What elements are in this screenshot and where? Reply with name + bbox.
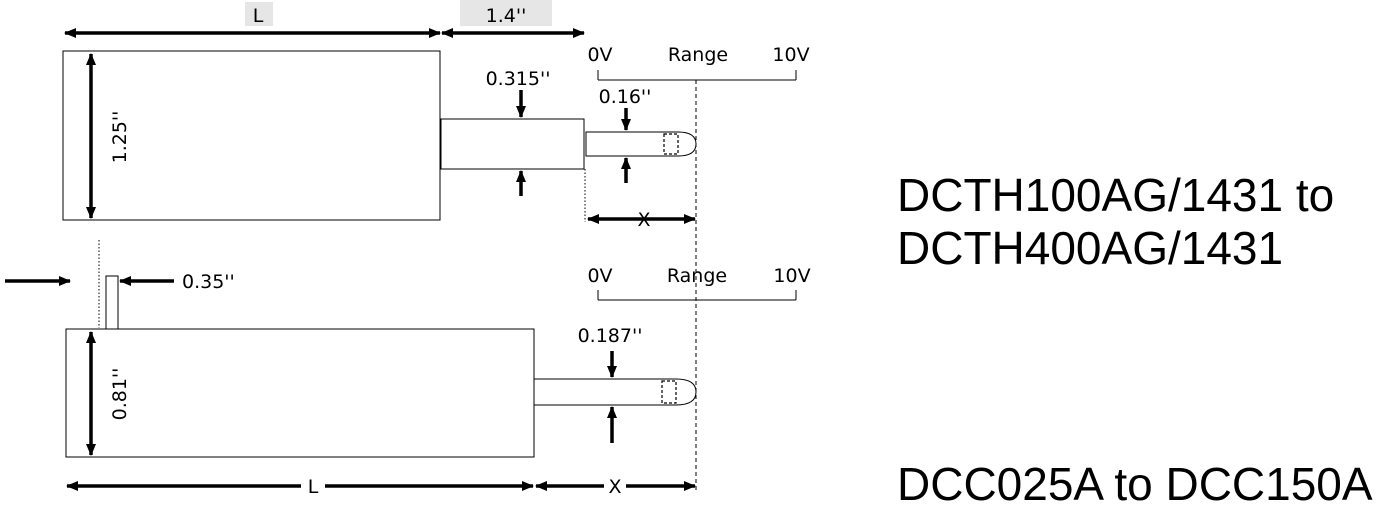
top-probe-diameter-label: 0.16''	[599, 86, 652, 108]
top-model-line-2: DCTH400AG/1431	[897, 222, 1284, 274]
bottom-travel-label: X	[608, 476, 621, 498]
bottom-sensor-body	[65, 328, 535, 458]
bottom-probe-diameter-label: 0.187''	[578, 325, 643, 347]
mount-width-label: 0.35''	[182, 271, 235, 293]
bottom-range-start-label: 0V	[587, 265, 612, 287]
top-sensor-neck	[440, 118, 585, 170]
top-body-height-label: 1.25''	[109, 111, 131, 164]
top-range-end-label: 10V	[772, 44, 809, 66]
top-sensor-probe	[585, 131, 697, 157]
top-neck-diameter-label: 0.315''	[486, 68, 551, 90]
bottom-range-end-label: 10V	[773, 265, 810, 287]
top-sensor-body	[62, 50, 441, 221]
bottom-probe-tip-marker	[661, 380, 677, 404]
bottom-range-label: Range	[667, 265, 727, 287]
top-range-label: Range	[668, 44, 728, 66]
bottom-body-height-label: 0.81''	[109, 368, 131, 421]
top-neck-length-label-bg	[460, 0, 552, 26]
bottom-sensor: 0.35'' 0.81'' 0.187'' 0V Range 10V L X	[5, 240, 811, 498]
bottom-travel-label-bg	[604, 474, 626, 498]
top-travel-label: X	[637, 209, 650, 231]
top-sensor: L 1.4'' 1.25'' 0.315'' 0.16'' 0V Range 1…	[62, 0, 810, 231]
top-probe-tip-marker	[663, 133, 679, 155]
top-model-line-1: DCTH100AG/1431 to	[897, 169, 1335, 221]
bottom-model-line: DCC025A to DCC150A	[897, 458, 1373, 510]
bottom-mount-tab	[105, 275, 119, 330]
bottom-sensor-probe	[534, 378, 697, 406]
top-neck-length-label: 1.4''	[486, 5, 527, 27]
bottom-length-label-bg	[301, 474, 325, 498]
top-range-start-label: 0V	[587, 44, 612, 66]
top-length-label-bg	[245, 2, 273, 26]
top-length-label: L	[253, 5, 264, 27]
bottom-length-label: L	[308, 476, 319, 498]
